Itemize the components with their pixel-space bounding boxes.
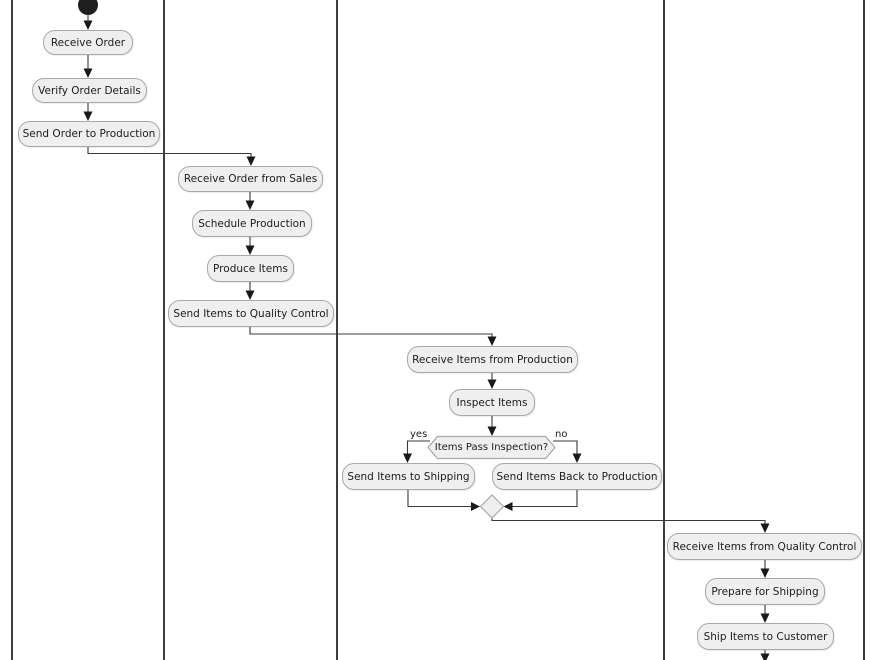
arrowhead: [83, 111, 93, 121]
swimlane-border-4: [663, 0, 665, 660]
arrowhead: [503, 502, 513, 511]
connector-no-branch: [553, 440, 578, 461]
activity-send-items-to-shipping: Send Items to Shipping: [342, 463, 475, 490]
activity-send-items-to-quality-control: Send Items to Quality Control: [168, 300, 334, 327]
connector: [407, 490, 478, 508]
activity-produce-items: Produce Items: [207, 255, 294, 282]
arrowhead: [572, 453, 582, 463]
edge-label-yes: yes: [410, 429, 428, 440]
activity-send-order-to-production: Send Order to Production: [18, 121, 160, 147]
activity-schedule-production: Schedule Production: [192, 210, 312, 237]
arrowhead: [245, 245, 255, 255]
arrowhead: [83, 68, 93, 78]
merge-diamond: [479, 494, 505, 519]
arrowhead: [246, 156, 256, 166]
decision-hexagon: [427, 435, 556, 460]
connector: [491, 518, 766, 531]
activity-verify-order-details: Verify Order Details: [32, 78, 147, 103]
arrowhead: [403, 453, 412, 463]
arrowhead: [487, 426, 497, 436]
swimlane-border-1: [11, 0, 13, 660]
activity-receive-items-from-production: Receive Items from Production: [407, 346, 578, 373]
arrowhead: [760, 568, 770, 578]
arrowhead: [245, 290, 255, 300]
activity-receive-order-from-sales: Receive Order from Sales: [178, 166, 323, 192]
activity-receive-order: Receive Order: [43, 30, 133, 55]
edge-label-no: no: [555, 429, 568, 440]
arrowhead: [760, 523, 770, 533]
activity-prepare-for-shipping: Prepare for Shipping: [705, 578, 825, 605]
start-node: [78, 0, 98, 15]
decision-label: Items Pass Inspection?: [434, 442, 549, 453]
arrowhead: [487, 336, 497, 346]
arrowhead: [760, 613, 770, 623]
connector: [505, 490, 578, 508]
arrowhead: [471, 502, 480, 511]
swimlane-border-2: [163, 0, 165, 660]
connector: [87, 147, 252, 164]
activity-inspect-items: Inspect Items: [449, 389, 535, 416]
connector-yes-branch: [406, 440, 430, 461]
activity-ship-items-to-customer: Ship Items to Customer: [697, 623, 834, 650]
swimlane-border-3: [336, 0, 338, 660]
activity-receive-items-from-quality-control: Receive Items from Quality Control: [667, 533, 862, 560]
connector: [249, 327, 493, 344]
arrowhead: [760, 653, 770, 660]
arrowhead: [83, 20, 93, 30]
arrowhead: [487, 379, 497, 389]
swimlane-border-5: [863, 0, 865, 660]
activity-send-items-back-to-production: Send Items Back to Production: [492, 463, 662, 490]
arrowhead: [245, 200, 255, 210]
